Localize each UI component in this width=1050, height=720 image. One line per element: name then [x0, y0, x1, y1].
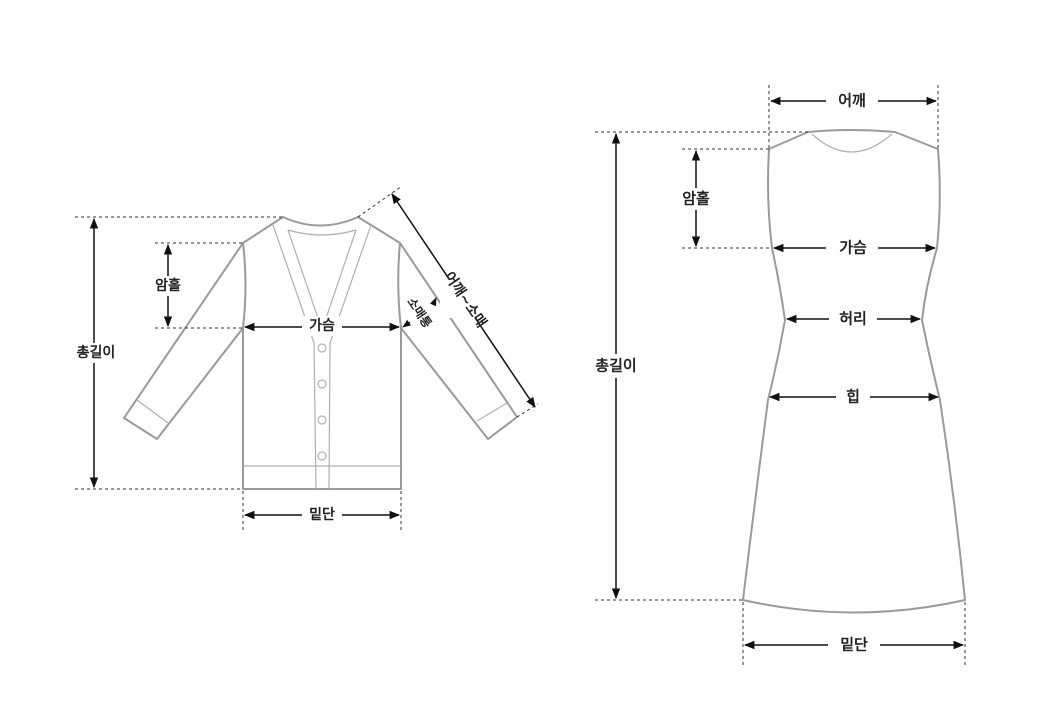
- dress-chest-label: 가슴: [839, 239, 867, 257]
- button: [317, 343, 327, 353]
- cardigan-chest-label: 가슴: [309, 318, 335, 334]
- dress-waist-label: 허리: [839, 310, 867, 328]
- button: [317, 451, 327, 461]
- dress-hem-label: 밑단: [840, 636, 868, 654]
- dress-hip-label: 힙: [846, 388, 860, 406]
- dress-armhole-label: 암홀: [682, 190, 710, 208]
- dress-measurements: 어깨 총길이 암홀 가슴 허리 힙 밑단: [590, 85, 966, 666]
- cardigan-hem-label: 밑단: [309, 506, 335, 523]
- cardigan-armhole-label: 암홀: [155, 277, 181, 294]
- cardigan-measurements: 총길이 암홀 가슴 밑단 어깨~소매 소매통: [72, 185, 539, 533]
- dress-shoulder-label: 어깨: [838, 92, 866, 110]
- button: [317, 415, 327, 425]
- cardigan-sleeve-width-label: 소매통: [404, 295, 435, 331]
- cardigan-total-length-label: 총길이: [77, 344, 116, 361]
- dress-total-length-label: 총길이: [595, 357, 636, 375]
- dress-drawing: [742, 129, 966, 614]
- cardigan-drawing: [123, 216, 518, 490]
- button: [317, 379, 327, 389]
- buttons: [317, 343, 327, 461]
